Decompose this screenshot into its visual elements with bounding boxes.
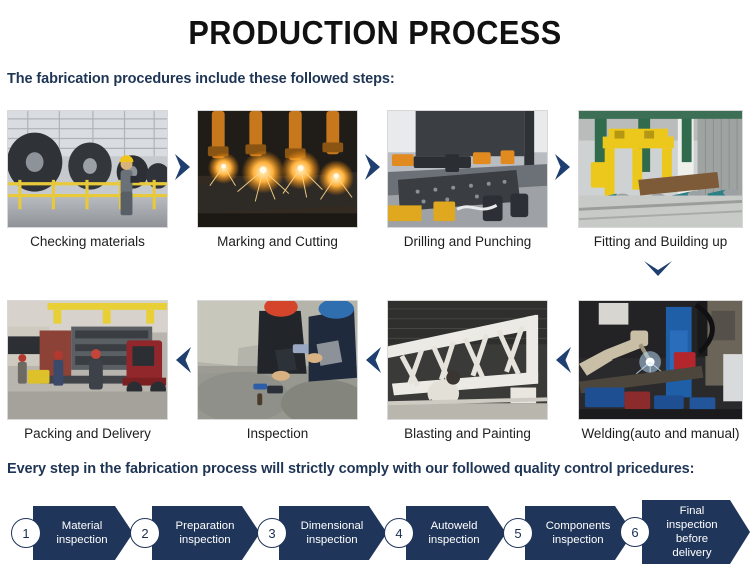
photo-truck-loading-forklift [7, 300, 168, 420]
photo-painted-steel-truss [387, 300, 548, 420]
qc-badge-2[interactable]: 2 Preparation inspection [130, 506, 260, 560]
qc-step-number: 4 [384, 518, 414, 548]
step-caption: Welding(auto and manual) [581, 426, 740, 441]
step-tile-fitting-building-up: Fitting and Building up [578, 110, 743, 249]
qc-badge-5[interactable]: 5 Components inspection [503, 506, 633, 560]
qc-step-label: Dimensional inspection [300, 520, 364, 546]
step-caption: Fitting and Building up [593, 234, 728, 249]
chevron-banner-shape [642, 500, 750, 564]
qc-step-label: Components inspection [545, 520, 611, 546]
chevron-banner-shape [152, 506, 260, 560]
qc-badge-6[interactable]: 6 Final inspection before delivery [620, 500, 750, 564]
fabrication-steps-heading: The fabrication procedures include these… [7, 71, 395, 87]
step-tile-blasting-painting: Blasting and Painting [387, 300, 548, 441]
chevron-down-icon [642, 258, 674, 282]
qc-step-label: Preparation inspection [175, 520, 235, 546]
step-tile-marking-cutting: Marking and Cutting [197, 110, 358, 249]
step-caption: Packing and Delivery [24, 426, 151, 441]
qc-step-label: Final inspection before delivery [666, 505, 718, 559]
qc-step-label: Autoweld inspection [428, 520, 480, 546]
step-tile-welding: Welding(auto and manual) [578, 300, 743, 441]
step-caption: Drilling and Punching [403, 234, 532, 249]
page-title: PRODUCTION PROCESS [188, 14, 562, 51]
qc-badge-1[interactable]: 1 Material inspection [11, 506, 133, 560]
qc-step-number: 3 [257, 518, 287, 548]
qc-step-number: 5 [503, 518, 533, 548]
step-caption: Blasting and Painting [404, 426, 531, 441]
chevron-banner-shape [33, 506, 133, 560]
photo-yellow-gantry-assembly [578, 110, 743, 228]
chevron-right-icon [552, 152, 574, 182]
qc-step-number: 2 [130, 518, 160, 548]
chevron-banner-shape [279, 506, 387, 560]
chevron-right-icon [362, 152, 384, 182]
step-caption: Marking and Cutting [217, 234, 338, 249]
chevron-left-icon [362, 345, 384, 375]
step-tile-checking-materials: Checking materials [7, 110, 168, 249]
quality-control-heading: Every step in the fabrication process wi… [7, 461, 695, 477]
qc-badge-4[interactable]: 4 Autoweld inspection [384, 506, 506, 560]
step-caption: Checking materials [30, 234, 145, 249]
photo-cnc-drilling-machine [387, 110, 548, 228]
chevron-left-icon [172, 345, 194, 375]
photo-robotic-welding-cell [578, 300, 743, 420]
photo-flame-cutting-sparks [197, 110, 358, 228]
photo-steel-coil-warehouse [7, 110, 168, 228]
step-tile-inspection: Inspection [197, 300, 358, 441]
qc-badge-3[interactable]: 3 Dimensional inspection [257, 506, 387, 560]
qc-step-label: Material inspection [56, 520, 108, 546]
step-tile-drilling-punching: Drilling and Punching [387, 110, 548, 249]
chevron-banner-shape [525, 506, 633, 560]
qc-step-number: 6 [620, 517, 650, 547]
step-caption: Inspection [246, 426, 309, 441]
chevron-right-icon [172, 152, 194, 182]
chevron-left-icon [552, 345, 574, 375]
qc-step-number: 1 [11, 518, 41, 548]
photo-workers-inspecting [197, 300, 358, 420]
chevron-banner-shape [406, 506, 506, 560]
step-tile-packing-delivery: Packing and Delivery [7, 300, 168, 441]
